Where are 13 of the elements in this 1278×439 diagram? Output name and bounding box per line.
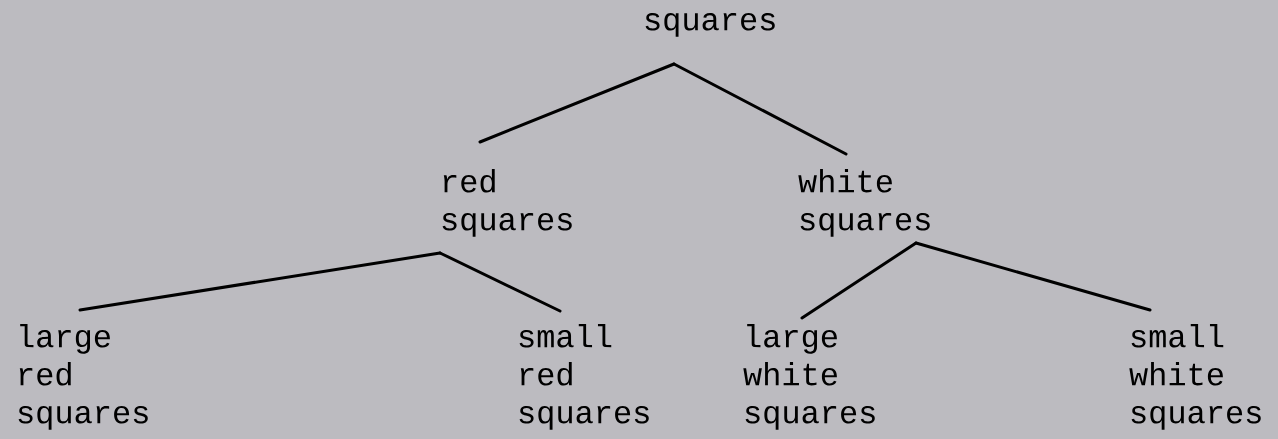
- tree-label: squares: [645, 13, 775, 37]
- tree-label: white squares: [798, 169, 930, 237]
- tree-branch: [914, 241, 1152, 312]
- tree-label: large red squares: [18, 324, 148, 430]
- tree-branch: [78, 251, 442, 312]
- tree-label: small white squares: [1129, 324, 1261, 430]
- tree-branch: [438, 251, 562, 313]
- tree-label: red squares: [442, 169, 572, 237]
- tree-branch: [672, 62, 848, 156]
- tree-label: small red squares: [519, 324, 649, 430]
- tree-label: large white squares: [743, 324, 875, 430]
- tree-branch: [478, 62, 676, 144]
- tree-branch: [800, 241, 918, 320]
